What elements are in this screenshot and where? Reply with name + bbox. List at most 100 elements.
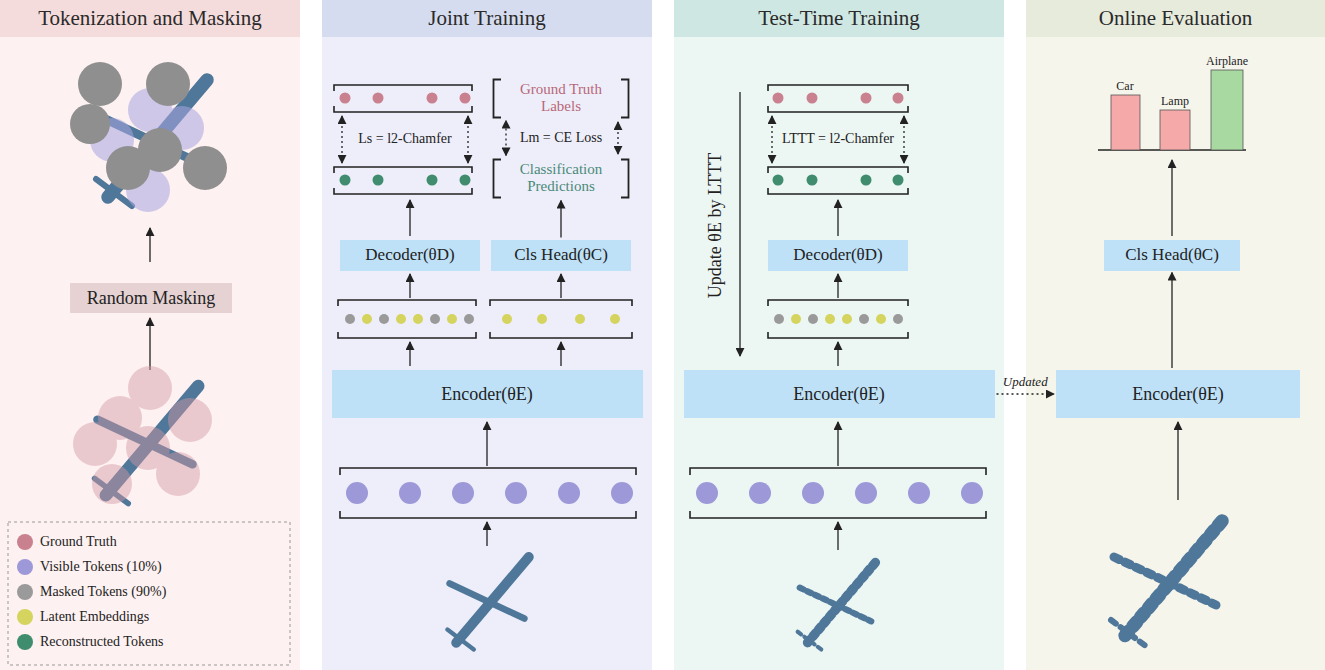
token-dots <box>427 175 438 186</box>
token-dots <box>346 482 983 504</box>
token-dots <box>893 314 903 324</box>
token-dots <box>362 314 372 324</box>
loss-arrows <box>341 116 342 163</box>
gt-cloud <box>73 366 212 504</box>
masked-cloud <box>106 146 150 190</box>
bracket-outline <box>494 159 629 197</box>
panel: Joint TrainingGround Truth LabelsClassif… <box>322 0 652 670</box>
token-dots <box>802 482 824 504</box>
masked-cloud <box>70 62 227 190</box>
vertical-note: Update θE by LTTT <box>706 152 727 297</box>
gt-cloud <box>156 452 200 496</box>
flow-arrows <box>837 274 838 298</box>
input-clouds <box>798 563 876 651</box>
token-dots <box>825 314 835 324</box>
masked-cloud <box>146 62 190 106</box>
loss-arrows <box>342 116 904 163</box>
legend-swatch <box>17 584 33 600</box>
token-dots <box>961 482 983 504</box>
token-dots <box>340 93 351 104</box>
loss-arrows <box>467 116 468 163</box>
token-brackets <box>334 167 472 194</box>
panel-grounds <box>322 0 652 37</box>
token-dots <box>807 175 818 186</box>
node-text: Ground Truth Labels <box>506 81 616 116</box>
connector <box>560 201 561 238</box>
token-dots <box>502 314 512 324</box>
legend-text: Visible Tokens (10%) <box>40 559 162 575</box>
legend-swatch <box>17 534 33 550</box>
node-text: Encoder(θE) <box>1132 384 1224 405</box>
legend-swatch <box>17 559 33 575</box>
token-dots <box>399 482 421 504</box>
bar-chart <box>1111 95 1140 150</box>
token-dots <box>610 314 620 324</box>
token-brackets <box>334 85 986 518</box>
flow-arrows <box>837 422 838 466</box>
encoder-box: Encoder(θE) <box>684 370 995 418</box>
encoder-box: Encoder(θE) <box>1056 370 1300 418</box>
token-dots <box>791 314 801 324</box>
edge-label: Updated <box>1000 374 1051 390</box>
legend-text: Latent Embeddings <box>40 609 149 625</box>
panel: Test-Time TrainingDecoder(θD)Encoder(θE) <box>674 0 1004 670</box>
input-clouds <box>447 521 1222 651</box>
token-dots <box>505 482 527 504</box>
token-dots <box>908 482 930 504</box>
process-box: Random Masking <box>70 283 232 313</box>
token-dots <box>340 175 351 186</box>
token-dots <box>855 482 877 504</box>
node-text: Decoder(θD) <box>793 245 882 265</box>
token-brackets <box>338 300 476 338</box>
token-dots <box>774 314 784 324</box>
bracket-outline <box>494 79 629 117</box>
encoder-box: Encoder(θE) <box>332 370 643 418</box>
panel-grounds <box>0 0 300 37</box>
token-dots <box>452 482 474 504</box>
node-text: Encoder(θE) <box>441 384 533 405</box>
masked-cloud <box>70 104 110 144</box>
flow-arrows <box>837 200 838 236</box>
flow-arrows <box>837 522 838 550</box>
token-dots <box>340 93 904 104</box>
loss-label: LTTT = l2-Chamfer <box>782 131 894 147</box>
token-dots <box>893 175 904 186</box>
token-dots <box>373 93 384 104</box>
token-dots <box>345 314 903 324</box>
token-dots <box>427 93 438 104</box>
token-brackets <box>768 300 908 338</box>
flow-arrows <box>149 318 150 370</box>
token-dots <box>859 314 869 324</box>
panel-grounds <box>674 0 1004 37</box>
panel-heading: Tokenization and Masking <box>0 0 300 37</box>
flow-arrows <box>1177 422 1178 500</box>
token-dots <box>362 314 886 324</box>
loss-arrows <box>617 122 618 154</box>
token-dots <box>396 314 406 324</box>
token-dots <box>460 175 471 186</box>
cls-head-box: Cls Head(θC) <box>1104 240 1240 271</box>
token-brackets <box>768 167 908 194</box>
token-dots <box>430 314 440 324</box>
token-brackets <box>340 468 636 518</box>
token-brackets <box>490 300 632 338</box>
token-dots <box>575 314 585 324</box>
panel-grounds <box>1026 0 1325 37</box>
connector <box>1171 273 1172 369</box>
legend-text: Reconstructed Tokens <box>40 634 164 650</box>
gt-cloud <box>92 464 132 504</box>
node-text: Cls Head(θC) <box>514 245 608 265</box>
flow-arrows <box>560 342 561 366</box>
flow-arrows <box>1171 160 1172 236</box>
bar-label: Lamp <box>1161 94 1189 109</box>
bar-chart <box>1211 70 1243 150</box>
token-dots <box>537 314 547 324</box>
label-bracket: Ground Truth Labels <box>492 78 630 119</box>
flow-arrows <box>486 522 487 546</box>
legend-frame <box>8 522 290 665</box>
cls-head-box: Cls Head(θC) <box>491 240 631 271</box>
legend-text: Masked Tokens (90%) <box>40 584 166 600</box>
